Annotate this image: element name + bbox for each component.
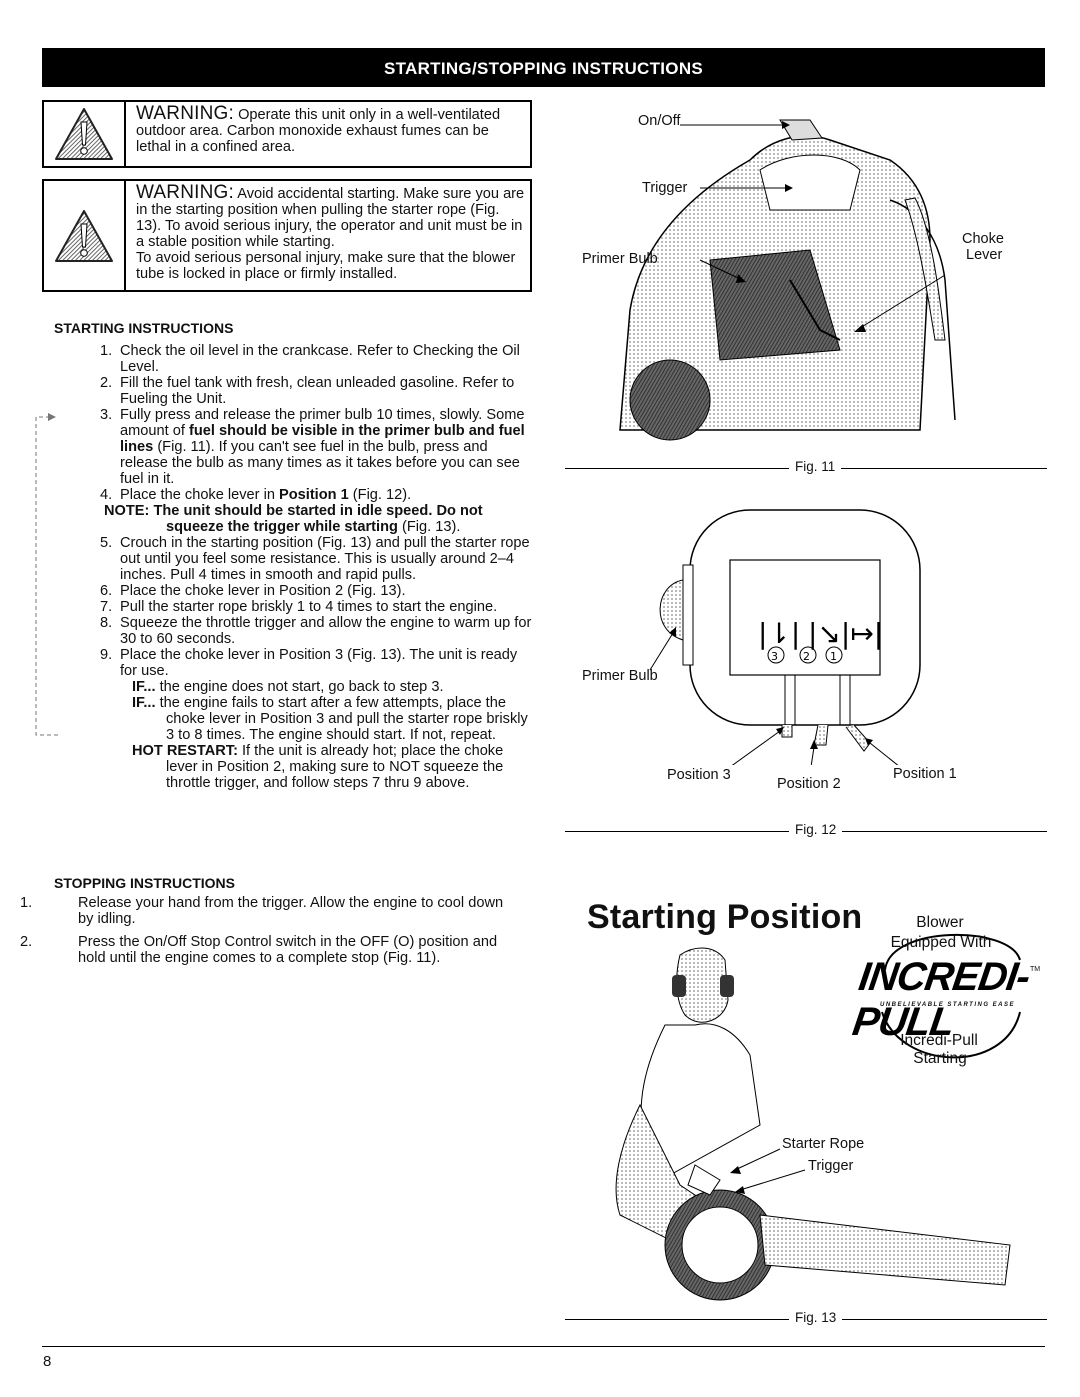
if-not-start: IF... the engine does not start, go back… — [42, 679, 534, 695]
step-4: 4.Place the choke lever in Position 1 (F… — [100, 487, 412, 503]
step-7: 7.Pull the starter rope briskly 1 to 4 t… — [100, 599, 498, 615]
choke-symbol-1: |⇂| — [758, 617, 800, 650]
note-text: NOTE: The unit should be started in idle… — [104, 503, 483, 535]
warning-text-2: To avoid serious personal injury, make s… — [136, 250, 516, 282]
footer-rule — [42, 1346, 1045, 1347]
starting-instructions-title: STARTING INSTRUCTIONS — [54, 320, 234, 336]
stop-step-2: 2.Press the On/Off Stop Control switch i… — [20, 934, 498, 966]
svg-text:2: 2 — [803, 650, 810, 663]
fig12-position-1-label: Position 1 — [893, 766, 957, 782]
if-heading: IF... — [132, 695, 156, 711]
fig12-primer-bulb-label: Primer Bulb — [582, 668, 658, 684]
badge-blower: Blower — [916, 914, 964, 931]
step-text: Place the choke lever in — [120, 487, 279, 503]
stopping-steps: 1.Release your hand from the trigger. Al… — [0, 895, 520, 966]
step-8: 8.Squeeze the throttle trigger and allow… — [100, 615, 532, 647]
section-banner: STARTING/STOPPING INSTRUCTIONS — [42, 48, 1045, 87]
fig13-operator-starting-illustration — [615, 947, 1011, 1301]
page-number: 8 — [43, 1353, 52, 1370]
fig13-title: Starting Position — [587, 898, 863, 936]
warning-heading: WARNING: — [136, 103, 235, 124]
hot-restart: HOT RESTART: If the unit is already hot;… — [42, 743, 534, 791]
warning-text: Avoid accidental starting. Make sure you… — [136, 186, 525, 250]
starting-steps: 1.Check the oil level in the crankcase. … — [42, 343, 534, 791]
if-text: the engine does not start, go back to st… — [155, 679, 444, 695]
svg-text:1: 1 — [830, 650, 837, 663]
step-text: Fill the fuel tank with fresh, clean unl… — [120, 375, 515, 407]
fig11-caption: Fig. 11 — [789, 459, 842, 474]
fig13-caption: Fig. 13 — [789, 1310, 843, 1325]
warning-box-ventilation: WARNING: Operate this unit only in a wel… — [42, 100, 532, 168]
fig12-position-3-label: Position 3 — [667, 767, 731, 783]
step-text-bold: Position 1 — [279, 487, 349, 503]
warning-box-starting: WARNING: Avoid accidental starting. Make… — [42, 179, 532, 292]
badge-incredi-pull: Incredi-Pull — [900, 1032, 978, 1049]
step-text: Place the choke lever in Position 3 (Fig… — [120, 647, 518, 679]
choke-symbol-2: |↘|↦| — [808, 617, 883, 650]
step-1: 1.Check the oil level in the crankcase. … — [100, 343, 520, 375]
warning-text: Operate this unit only in a well-ventila… — [136, 107, 501, 155]
fig11-lever-label: Lever — [966, 247, 1003, 263]
step-6: 6.Place the choke lever in Position 2 (F… — [100, 583, 406, 599]
if-fails: IF... the engine fails to start after a … — [42, 695, 534, 743]
warning-icon-cell — [44, 102, 126, 166]
fig12-position-2-label: Position 2 — [777, 776, 841, 792]
step-text: Press the On/Off Stop Control switch in … — [78, 934, 498, 966]
note: NOTE: The unit should be started in idle… — [42, 503, 534, 535]
stop-step-1: 1.Release your hand from the trigger. Al… — [20, 895, 504, 927]
badge-equipped-with: Equipped With — [890, 934, 992, 951]
fig13-trigger-label: Trigger — [808, 1158, 854, 1174]
svg-text:3: 3 — [771, 650, 778, 663]
step-5: 5.Crouch in the starting position (Fig. … — [100, 535, 530, 583]
loop-back-arrow-icon — [35, 413, 58, 736]
warning-triangle-icon — [55, 209, 113, 262]
step-text: (Fig. 11). If you can't see fuel in the … — [120, 439, 520, 487]
fig11-blower-engine-illustration — [619, 119, 956, 441]
fig13-starter-rope-label: Starter Rope — [782, 1136, 865, 1152]
trademark: TM — [1030, 966, 1041, 973]
step-text: (Fig. 12). — [348, 487, 412, 503]
step-2: 2.Fill the fuel tank with fresh, clean u… — [100, 375, 515, 407]
fig11-choke-label: Choke — [962, 231, 1004, 247]
stopping-instructions-title: STOPPING INSTRUCTIONS — [54, 875, 235, 891]
incredi-pull-badge-ring — [881, 933, 1021, 1059]
step-text: Place the choke lever in Position 2 (Fig… — [120, 583, 406, 599]
hot-restart-text: If the unit is already hot; place the ch… — [166, 743, 504, 791]
warning-triangle-icon — [55, 108, 113, 160]
step-text-bold: fuel should be visible in the primer bul… — [120, 423, 525, 455]
hot-restart-heading: HOT RESTART: — [132, 743, 238, 759]
step-3: 3.Fully press and release the primer bul… — [100, 407, 525, 487]
if-heading: IF... — [132, 679, 156, 695]
step-9: 9.Place the choke lever in Position 3 (F… — [100, 647, 518, 679]
badge-starting: Starting — [913, 1050, 967, 1067]
fig12-choke-panel-illustration: |⇂| |↘|↦| 3 2 1 — [649, 509, 921, 765]
fig11-trigger-label: Trigger — [642, 180, 688, 196]
incredi-pull-tagline: UNBELIEVABLE STARTING EASE — [880, 1002, 1016, 1008]
fig11-on-off-label: On/Off — [638, 113, 681, 129]
if-text: the engine fails to start after a few at… — [155, 695, 528, 743]
step-text: Squeeze the throttle trigger and allow t… — [120, 615, 532, 647]
warning-heading: WARNING: — [136, 182, 235, 203]
fig12-caption: Fig. 12 — [789, 822, 843, 837]
step-text: Fully press and release the primer bulb … — [120, 407, 525, 439]
step-text: Check the oil level in the crankcase. Re… — [120, 343, 520, 375]
note-ref: (Fig. 13). — [397, 519, 461, 535]
fig11-primer-bulb-label: Primer Bulb — [582, 251, 658, 267]
step-text: Crouch in the starting position (Fig. 13… — [120, 535, 530, 583]
warning-icon-cell — [44, 181, 126, 290]
step-text: Release your hand from the trigger. Allo… — [78, 895, 504, 927]
step-text: Pull the starter rope briskly 1 to 4 tim… — [120, 599, 498, 615]
